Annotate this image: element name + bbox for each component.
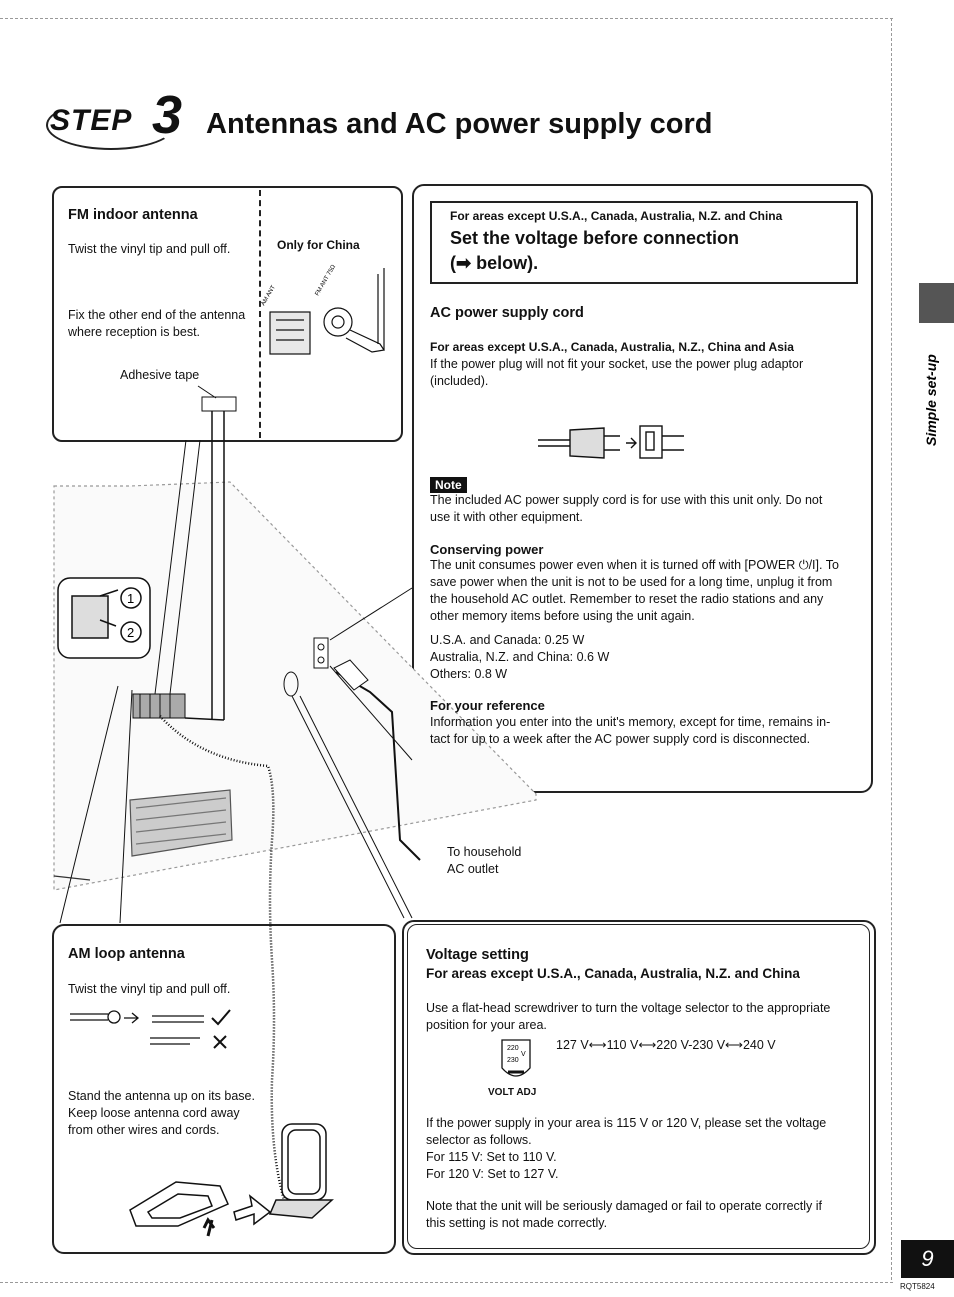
dial-value-unit: V (521, 1051, 526, 1058)
am-antenna-heading: AM loop antenna (68, 946, 185, 962)
page-frame-bottom (0, 1282, 893, 1283)
ac-cord-text-2: (included). (430, 374, 489, 388)
reference-heading: For your reference (430, 698, 545, 713)
page-title: Antennas and AC power supply cord (206, 108, 713, 140)
conserving-power-heading: Conserving power (430, 542, 544, 557)
step-marker-2: 2 (127, 625, 134, 640)
voltage-special-4: For 120 V: Set to 127 V. (426, 1167, 559, 1181)
ac-cord-areas: For areas except U.S.A., Canada, Austral… (430, 340, 794, 354)
conserve-line-2: save power when the unit is not to be us… (430, 575, 833, 589)
fm-step1-text: Twist the vinyl tip and pull off. (68, 242, 231, 256)
page-number: 9 (901, 1240, 954, 1278)
reference-line-1: Information you enter into the unit's me… (430, 715, 831, 729)
reference-line-2: tact for up to a week after the AC power… (430, 732, 811, 746)
am-stand-line-1: Stand the antenna up on its base. (68, 1089, 255, 1103)
ac-cord-panel (412, 184, 873, 793)
note-tag: Note (430, 477, 467, 493)
am-ant-jack-label: AM ANT (261, 284, 278, 307)
voltage-warning-1: Note that the unit will be seriously dam… (426, 1199, 823, 1213)
voltage-special-1: If the power supply in your area is 115 … (426, 1116, 827, 1130)
page-frame-top (0, 18, 893, 19)
am-stand-line-2: Keep loose antenna cord away (68, 1106, 240, 1120)
voltage-warning-2: this setting is not made correctly. (426, 1216, 608, 1230)
section-label-vertical: Simple set-up (923, 354, 939, 446)
note-text-1: The included AC power supply cord is for… (430, 493, 823, 507)
voltage-special-2: selector as follows. (426, 1133, 532, 1147)
dial-value-bottom: 230 (507, 1057, 519, 1064)
am-stand-line-3: from other wires and cords. (68, 1123, 220, 1137)
page-frame-right (891, 18, 892, 1280)
warning-areas-text: For areas except U.S.A., Canada, Austral… (450, 209, 783, 223)
power-line-1: U.S.A. and Canada: 0.25 W (430, 633, 585, 647)
power-line-2: Australia, N.Z. and China: 0.6 W (430, 650, 610, 664)
adhesive-tape-label: Adhesive tape (120, 368, 200, 382)
am-step1-text: Twist the vinyl tip and pull off. (68, 982, 231, 996)
fm-ant-jack-label: FM ANT 75Ω (315, 263, 338, 297)
fm-antenna-heading: FM indoor antenna (68, 207, 198, 223)
voltage-selector-values: 127 V⟷110 V⟷220 V-230 V⟷240 V (556, 1038, 776, 1052)
voltage-intro-1: Use a flat-head screwdriver to turn the … (426, 1001, 831, 1015)
voltage-special-3: For 115 V: Set to 110 V. (426, 1150, 557, 1164)
voltage-heading: Voltage setting (426, 947, 529, 963)
step-word: STEP (50, 104, 133, 137)
power-line-3: Others: 0.8 W (430, 667, 508, 681)
section-label-text: Simple set-up (923, 354, 939, 446)
china-only-label: Only for China (277, 238, 360, 252)
warning-headline-1: Set the voltage before connection (450, 228, 740, 248)
ac-cord-text-1: If the power plug will not fit your sock… (430, 357, 804, 371)
china-separator (259, 190, 261, 438)
fm-step2-line2: where reception is best. (68, 325, 201, 339)
conserve-line-1: The unit consumes power even when it is … (430, 558, 839, 572)
outlet-label-1: To household (447, 845, 522, 859)
voltage-warning-box (430, 201, 858, 284)
voltage-panel (402, 920, 876, 1255)
dial-value-top: 220 (507, 1045, 519, 1052)
am-antenna-panel (52, 924, 396, 1254)
ac-cord-heading: AC power supply cord (430, 305, 584, 321)
document-code: RQT5824 (900, 1282, 935, 1291)
voltage-subheading: For areas except U.S.A., Canada, Austral… (426, 966, 800, 981)
step-swoosh (46, 100, 176, 150)
outlet-label-2: AC outlet (447, 862, 499, 876)
fm-step2-line1: Fix the other end of the antenna (68, 308, 246, 322)
warning-headline-2: (➡ below). (450, 253, 539, 273)
conserve-line-3: the household AC outlet. Remember to res… (430, 592, 824, 606)
voltage-panel-inner-border (407, 924, 870, 1249)
section-tab-marker (919, 283, 954, 323)
note-text-2: use it with other equipment. (430, 510, 583, 524)
volt-adj-label: VOLT ADJ (488, 1087, 537, 1098)
voltage-intro-2: position for your area. (426, 1018, 547, 1032)
step-marker-1: 1 (127, 591, 134, 606)
conserve-line-4: other memory items before using the unit… (430, 609, 695, 623)
step-number: 3 (152, 85, 183, 145)
